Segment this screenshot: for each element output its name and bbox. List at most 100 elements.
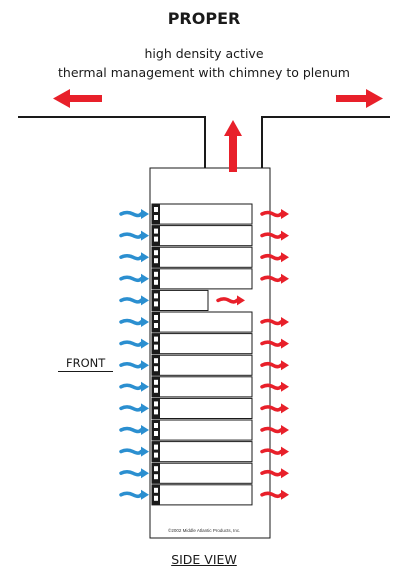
unit-front-panel [152,463,160,484]
equipment-unit [151,225,253,247]
intake-arrow-head [141,209,149,219]
exhaust-arrow [260,273,289,284]
intake-arrow [119,317,149,327]
intake-arrow [119,295,149,306]
exhaust-arrow-shaft [260,210,283,218]
fan-icon [154,215,158,220]
exhaust-arrow [260,425,289,435]
exhaust-arrow-shaft [260,361,283,369]
fan-icon [154,315,158,320]
exhaust-arrow [260,446,289,457]
intake-arrow-shaft [119,275,143,283]
exhaust-arrow-shaft [260,426,283,434]
fan-icon [154,466,158,472]
equipment-unit [151,484,253,506]
plenum-ceiling-right [261,116,390,167]
unit-chassis [151,354,253,376]
intake-arrow-head [141,425,149,435]
exhaust-arrow-head [281,425,289,435]
equipment-units-group [119,203,289,506]
exhaust-arrow-head [281,381,289,392]
unit-chassis [151,333,253,355]
front-label: FRONT [66,356,106,370]
intake-arrow-head [141,230,149,241]
unit-chassis [151,311,253,333]
intake-arrow [119,338,149,349]
unit-chassis [151,268,253,290]
intake-arrow-head [141,273,149,284]
exhaust-arrow-head [281,489,289,500]
unit-chassis [151,225,253,247]
equipment-unit [151,289,209,311]
side-view-text: SIDE VIEW [171,552,237,567]
exhaust-arrow-shaft [260,318,283,326]
intake-arrow-shaft [119,340,143,347]
exhaust-arrow [260,489,289,500]
unit-front-panel [152,355,160,376]
intake-arrow [119,446,149,457]
exhaust-arrow-head [281,403,289,414]
exhaust-arrow-shaft [260,253,283,261]
unit-front-panel [152,290,160,311]
fan-icon [154,431,158,436]
fan-icon [154,379,158,385]
intake-arrow [119,209,149,219]
intake-arrow-head [141,446,149,457]
exhaust-arrow [260,230,289,241]
unit-chassis [151,441,253,463]
intake-arrow-shaft [119,491,143,499]
fan-icon [154,301,158,307]
unit-chassis [151,397,253,419]
fan-icon [154,366,158,372]
unit-chassis [151,419,253,441]
equipment-unit [151,354,253,376]
fan-icon [154,271,158,277]
intake-arrow-shaft [119,297,143,304]
fan-icon [154,495,158,501]
intake-arrow-head [141,252,149,263]
intake-arrow-head [141,468,149,479]
intake-arrow [119,489,149,500]
exhaust-arrow-head [237,295,245,306]
unit-front-panel [152,225,160,246]
exhaust-arrow-head [281,317,289,327]
unit-front-panel [152,204,160,225]
exhaust-arrow-shaft [260,232,283,239]
exhaust-arrow-shaft [260,491,283,499]
exhaust-arrow-shaft [260,383,283,391]
exhaust-arrow [260,468,289,479]
exhaust-arrow [260,209,289,219]
intake-arrow [119,381,149,392]
unit-chassis [151,203,253,225]
exhaust-arrow-head [281,273,289,284]
intake-arrow [119,252,149,263]
intake-arrow-shaft [119,426,143,434]
exhaust-arrow-head [281,252,289,263]
unit-chassis [151,462,253,484]
intake-arrow [119,403,149,414]
diagram-subtitle: high density active thermal management w… [0,44,408,82]
unit-front-panel [152,312,160,333]
intake-arrow-shaft [119,405,143,412]
fan-icon [154,336,158,342]
fan-icon [154,409,158,415]
exhaust-arrow-head [281,360,289,371]
intake-arrow-shaft [119,253,143,261]
exhaust-arrow-shaft [260,448,283,455]
fan-icon [154,452,158,458]
fan-icon [154,387,158,393]
equipment-unit [151,419,253,441]
exhaust-arrow-head [281,230,289,241]
intake-arrow-shaft [119,210,143,218]
unit-chassis [151,289,209,311]
unit-front-panel [152,247,160,268]
subtitle-line-1: high density active [144,46,264,61]
unit-front-panel [152,398,160,419]
equipment-unit [151,397,253,419]
intake-arrow-head [141,317,149,327]
exhaust-arrow-shaft [260,469,283,477]
equipment-unit [151,268,253,290]
copyright-text: ©2002 Middle Atlantic Products, Inc. [168,528,241,533]
intake-arrow-head [141,403,149,414]
unit-front-panel [152,441,160,462]
